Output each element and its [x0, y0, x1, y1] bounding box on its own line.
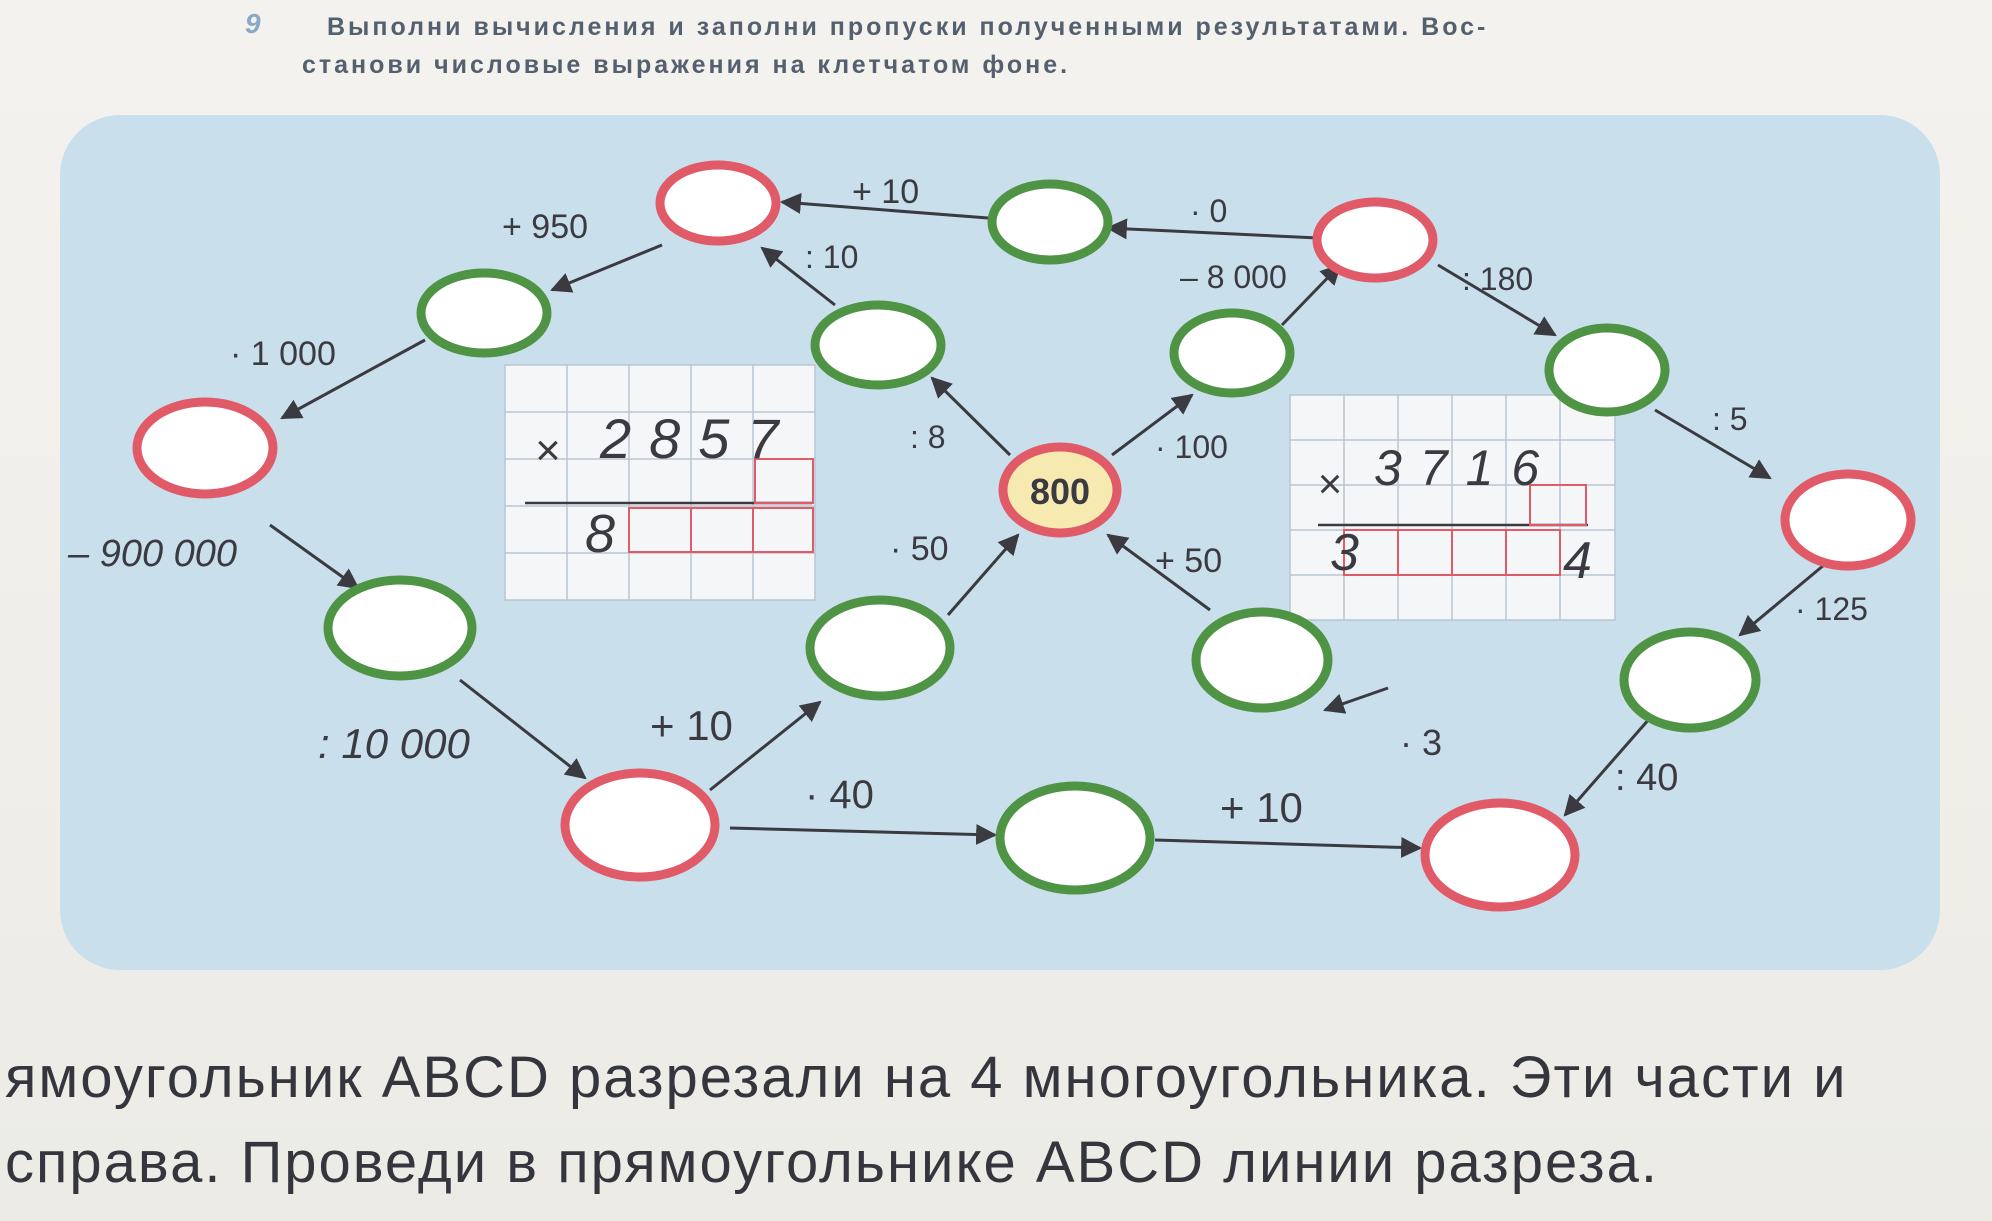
op-label: + 10	[650, 702, 733, 749]
op-label: – 8 000	[1180, 259, 1287, 295]
arrow	[269, 523, 360, 590]
answer-circle[interactable]	[560, 768, 720, 882]
grid-right-sign: ×	[1318, 460, 1343, 507]
answer-circle[interactable]	[1169, 308, 1295, 398]
answer-circle[interactable]	[1420, 798, 1580, 912]
op-label: · 3	[1400, 722, 1442, 763]
grid-right-number: 3716	[1374, 440, 1557, 496]
op-label: + 10	[1220, 784, 1303, 831]
task-instruction-line1: Выполни вычисления и заполни пропуски по…	[327, 13, 1489, 41]
answer-circle[interactable]	[1191, 607, 1333, 713]
grid-left-sign: ×	[535, 426, 561, 475]
answer-circle[interactable]	[995, 781, 1155, 895]
task-instruction-line2: станови числовые выражения на клетчатом …	[302, 51, 1071, 79]
arrow	[1437, 263, 1557, 337]
multiplication-grid-left: × 2857 8	[504, 364, 816, 601]
arrow	[280, 338, 426, 420]
op-label: · 100	[1155, 429, 1228, 465]
answer-circle[interactable]	[1780, 469, 1916, 571]
op-label: + 950	[502, 208, 588, 246]
arrow	[1738, 558, 1831, 637]
answer-circle[interactable]	[655, 160, 781, 246]
answer-circle[interactable]	[987, 179, 1113, 265]
arrow	[459, 678, 587, 780]
op-label: + 10	[852, 173, 919, 211]
multiplication-grid-right: × 3716 3 4	[1289, 394, 1616, 621]
task-instruction: Выполни вычисления и заполни пропуски по…	[302, 8, 1755, 84]
arrow	[760, 246, 836, 307]
op-label: : 8	[910, 419, 946, 455]
grid-left-multiplier: 8	[585, 504, 615, 564]
next-task-line1: ямоугольник ABCD разрезали на 4 многоуго…	[5, 1045, 1848, 1110]
arrow	[946, 533, 1020, 616]
arrow	[1280, 263, 1342, 327]
op-label: · 125	[1795, 591, 1868, 627]
op-label: · 0	[1190, 193, 1227, 229]
center-node: 800	[998, 442, 1122, 538]
arrow	[1105, 218, 1319, 240]
op-label: – 900 000	[67, 533, 237, 575]
arrow	[930, 376, 1012, 457]
op-label: · 1 000	[230, 335, 336, 373]
arrow	[550, 243, 663, 293]
next-task-line2: справа. Проведи в прямоугольнике ABCD ли…	[5, 1130, 1659, 1195]
grid-right-multiplier: 3	[1330, 524, 1359, 582]
answer-circle[interactable]	[416, 268, 552, 358]
arrow	[709, 700, 822, 792]
grid-right-last-digit: 4	[1563, 532, 1592, 590]
next-task-text: ямоугольник ABCD разрезали на 4 многоуго…	[0, 1035, 1992, 1205]
op-label: + 50	[1155, 542, 1222, 580]
arrow	[779, 192, 989, 220]
op-label: · 50	[890, 530, 949, 568]
arrow	[1111, 393, 1194, 457]
op-label: : 10 000	[318, 720, 470, 767]
task-number: 9	[245, 8, 261, 39]
center-value: 800	[1030, 471, 1090, 512]
answer-circle[interactable]	[323, 575, 477, 681]
answer-circle[interactable]	[1312, 197, 1438, 283]
task-header: 9 Выполни вычисления и заполни пропуски …	[245, 8, 1755, 84]
arrow	[1654, 408, 1772, 480]
answer-circle[interactable]	[1619, 627, 1761, 733]
op-label: : 40	[1615, 757, 1678, 799]
answer-circle[interactable]	[810, 300, 946, 390]
op-label: · 40	[805, 773, 874, 817]
arrow	[1323, 686, 1389, 714]
op-label: : 5	[1712, 401, 1748, 437]
chain-diagram: × 2857 8 × 3716 3 4	[67, 160, 1916, 912]
grid-left-number: 2857	[599, 407, 797, 470]
op-label: : 180	[1462, 261, 1533, 297]
op-label: : 10	[805, 239, 858, 275]
arrow	[1154, 836, 1423, 858]
answer-circle[interactable]	[805, 595, 955, 701]
arrow	[1106, 533, 1211, 612]
arrow	[729, 824, 998, 845]
answer-circle[interactable]	[132, 397, 278, 499]
answer-circle[interactable]	[1544, 323, 1670, 417]
arrow	[1563, 717, 1652, 817]
